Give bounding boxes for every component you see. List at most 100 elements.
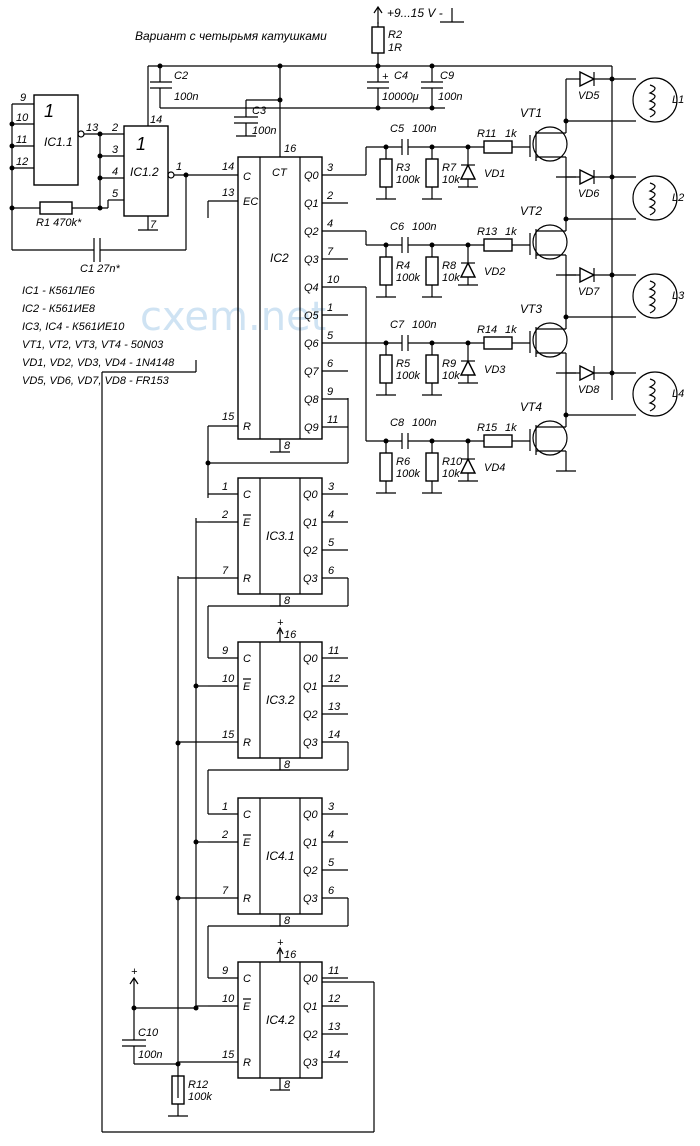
counter-e-label-1: E [243,517,251,529]
counter-c-label-2: C [243,653,251,665]
counter-plus-2: + [277,617,284,629]
c10-plus-arrow [129,976,139,990]
cap-value-1: 100n [412,123,436,135]
coil-ref-4: L4 [672,388,684,400]
diode-1 [459,163,477,180]
c3-ref: C3 [252,105,267,117]
r2-ref: R2 [388,29,402,41]
cap-ref-2: C6 [390,221,405,233]
ic1-1-inverter-bubble [77,130,85,138]
coil-ref-3: L3 [672,290,685,302]
counter-out-pin-2-3: 14 [328,729,340,741]
counter-q-label-1-2: Q2 [303,545,318,557]
ic1-1-pin11: 11 [16,134,27,146]
cap-ref-1: C5 [390,123,405,135]
diode-4 [459,457,477,474]
ic2-pin-c-label: C [243,171,251,183]
title: Вариант с четырьмя катушками [135,29,327,43]
counter-in-pin-4-1: 10 [222,993,235,1005]
counter-c-label-4: C [243,973,251,985]
resistor-gate-ref-4: R10 [442,456,463,468]
counter-r-label-2: R [243,737,251,749]
ic2-output-q2: Q2 [304,226,319,238]
counter-name-2: IC3.2 [266,693,295,707]
r1-resistor [39,201,73,215]
resistor-bias-3 [379,354,393,384]
flyback-diode-ref-1: VD5 [578,90,600,102]
mosfet-3 [532,322,568,358]
counter-out-pin-1-2: 5 [328,537,335,549]
c2-ref: C2 [174,70,188,82]
mosfet-1 [532,126,568,162]
counter-out-pin-3-3: 6 [328,885,335,897]
resistor-series-4 [483,434,513,448]
counter-in-pin-2-1: 10 [222,673,235,685]
mosfet-ref-1: VT1 [520,106,542,120]
diode-3 [459,359,477,376]
counter-q-label-1-3: Q3 [303,573,319,585]
c10-capacitor [122,990,196,1065]
watermark: cxem.net [140,294,326,340]
counter-in-pin-3-2: 7 [222,885,229,897]
ic2-output-q7: Q7 [304,366,320,378]
diode-2 [459,261,477,278]
ic2-ct: CT [272,167,288,179]
ic2-pin-2: 2 [326,190,333,202]
mosfet-ref-4: VT4 [520,400,542,414]
c2-value: 100n [174,91,198,103]
resistor-series-2 [483,238,513,252]
c10-value: 100n [138,1049,162,1061]
ic2-pin-ec-label: EC [243,196,258,208]
resistor-series-ref-3: R14 [477,324,497,336]
coil-ref-1: L1 [672,94,684,106]
ic1-2-name: IC1.2 [130,165,159,179]
resistor-bias-ref-3: R5 [396,358,411,370]
counter-q-label-2-2: Q2 [303,709,318,721]
counter-out-pin-1-3: 6 [328,565,335,577]
r1-label: R1 470k* [36,217,82,229]
coil-winding-2 [648,182,656,216]
ic2-pin-5: 5 [327,330,334,342]
c2-capacitor [150,66,172,108]
c4-capacitor [367,66,389,108]
ic2-output-q8: Q8 [304,394,320,406]
counter-vcc-pin-4: 16 [284,949,297,961]
coil-1 [632,77,678,123]
ic2-output-q3: Q3 [304,254,320,266]
resistor-bias-value-3: 100k [396,370,420,382]
counter-e-label-2: E [243,681,251,693]
ic2-gnd-pin: 8 [284,440,291,452]
counter-out-pin-4-1: 12 [328,993,340,1005]
flyback-diode-3 [579,266,596,284]
coil-2 [632,175,678,221]
resistor-gate-value-1: 10k [442,174,460,186]
flyback-diode-2 [579,168,596,186]
counter-out-pin-3-0: 3 [328,801,335,813]
ic1-2-gate [123,125,169,217]
counter-out-pin-4-0: 11 [328,965,339,977]
resistor-series-3 [483,336,513,350]
resistor-gate-4 [425,452,439,482]
counter-out-pin-1-0: 3 [328,481,335,493]
flyback-diode-ref-4: VD8 [578,384,600,396]
ic2-pin15: 15 [222,411,235,423]
resistor-gate-value-3: 10k [442,370,460,382]
resistor-series-1 [483,140,513,154]
flyback-diode-1 [579,70,596,88]
coil-winding-4 [648,378,656,412]
resistor-bias-ref-4: R6 [396,456,411,468]
resistor-gate-ref-1: R7 [442,162,457,174]
ic1-1-pin9: 9 [20,92,26,104]
mosfet-2 [532,224,568,260]
resistor-bias-value-2: 100k [396,272,420,284]
supply-ground-minus [440,8,464,23]
counter-in-pin-3-0: 1 [222,801,228,813]
ic1-1-pin10: 10 [16,112,29,124]
resistor-gate-value-2: 10k [442,272,460,284]
resistor-bias-2 [379,256,393,286]
counter-r-label-1: R [243,573,251,585]
